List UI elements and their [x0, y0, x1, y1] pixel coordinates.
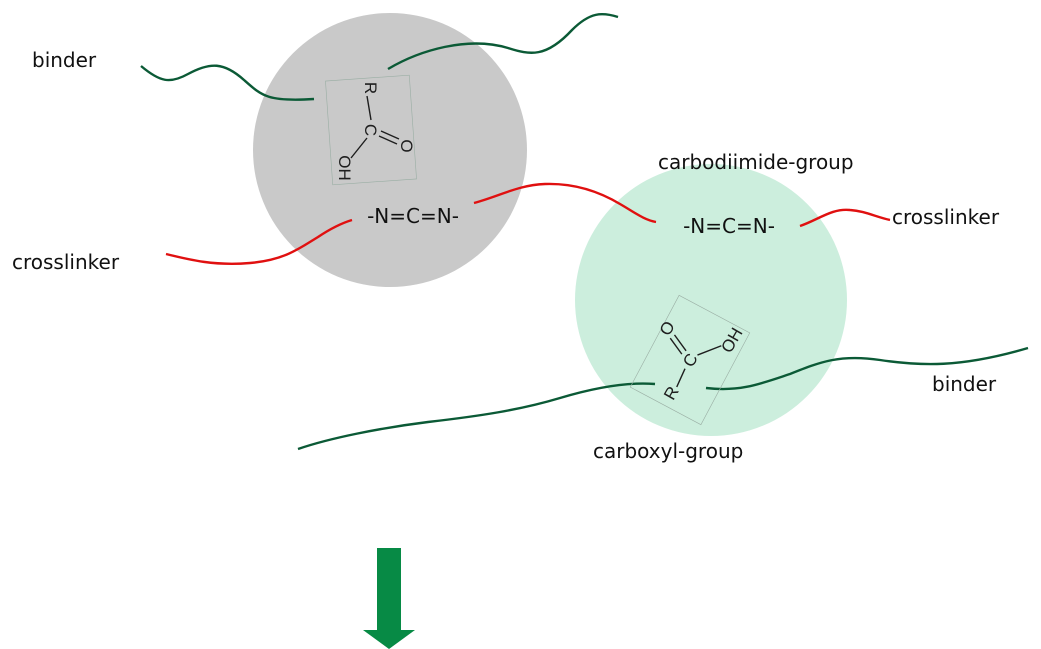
label-carboxyl-group: carboxyl-group: [593, 439, 743, 463]
bond-c-o-b: [380, 130, 400, 140]
atom-oh: OH: [335, 155, 354, 181]
label-binder-top-left: binder: [32, 48, 97, 72]
atom-c: C: [361, 124, 380, 136]
carbodiimide-group-right: -N=C=N-: [683, 214, 775, 238]
binder-chain-bottom-left: [297, 382, 656, 451]
binder-chain-top-left: [140, 64, 315, 101]
molecule-frame: [629, 294, 751, 426]
label-crosslinker-left: crosslinker: [12, 250, 120, 274]
label-crosslinker-right: crosslinker: [892, 205, 1000, 229]
bond-r-c: [676, 368, 686, 388]
carbodiimide-group-left: -N=C=N-: [367, 204, 459, 228]
arrow-down-icon: [363, 548, 415, 649]
atom-r: R: [361, 82, 380, 94]
crosslinker-chain-right: [799, 208, 891, 228]
label-carbodiimide-group: carbodiimide-group: [658, 150, 854, 174]
bond-c-oh: [350, 137, 368, 159]
green-particle: [575, 164, 847, 436]
bond-c-o-b: [669, 337, 683, 355]
atom-o: O: [397, 139, 416, 152]
binder-chain-bottom-right: [705, 346, 1029, 391]
bond-r-c: [366, 95, 372, 121]
bond-c-o-a: [673, 334, 687, 352]
label-binder-right: binder: [932, 372, 997, 396]
molecule-frame: [325, 74, 417, 186]
bond-c-oh: [697, 345, 722, 356]
bond-c-o-a: [378, 135, 398, 145]
binder-chain-top-right: [387, 12, 619, 71]
crosslinker-chain-middle: [473, 182, 657, 224]
carboxyl-molecule-gray: R C O OH: [325, 74, 417, 186]
crosslinker-chain-left: [165, 218, 353, 265]
gray-particle: [253, 13, 527, 287]
